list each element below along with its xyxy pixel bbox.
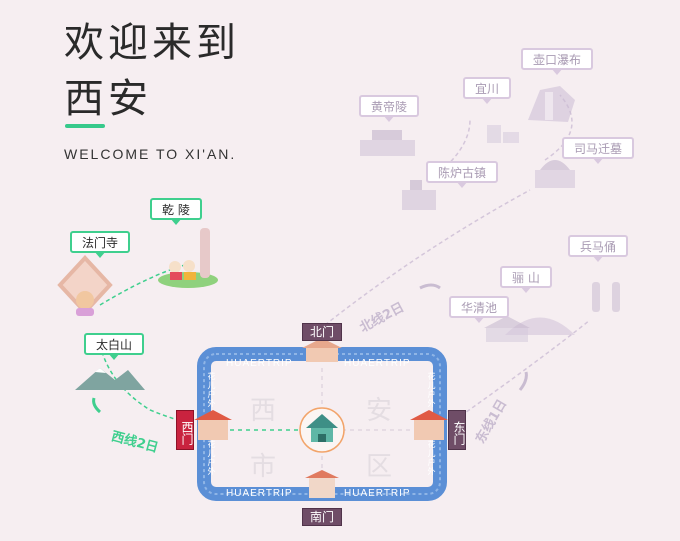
route-arrow-east bbox=[518, 371, 528, 391]
east-gate-tower-icon bbox=[410, 410, 448, 440]
east-route-path bbox=[454, 319, 591, 421]
city-char-xi: 西 bbox=[250, 396, 277, 426]
wall-brand-bottom-left: HUAERTRIP bbox=[226, 488, 293, 499]
huangdiling-icon bbox=[360, 130, 415, 156]
page-title-line2: 西安 bbox=[64, 76, 152, 122]
qianling-icon bbox=[158, 228, 218, 288]
yichuan-icon bbox=[487, 125, 519, 143]
wall-brand-cn-right-bottom: 花儿户外 bbox=[427, 440, 436, 476]
famensi-icon bbox=[57, 255, 113, 316]
label-bingmayong[interactable]: 兵马俑 bbox=[568, 235, 629, 262]
label-lishan[interactable]: 骊 山 bbox=[500, 266, 552, 293]
wall-brand-cn-left-bottom: 花儿户外 bbox=[207, 440, 216, 476]
bell-tower-icon bbox=[306, 414, 338, 442]
label-chenlu[interactable]: 陈炉古镇 bbox=[426, 161, 499, 188]
route-arrow-west bbox=[92, 397, 102, 414]
page-title-line1: 欢迎来到 bbox=[64, 20, 240, 66]
hukou-icon bbox=[528, 86, 575, 122]
wall-brand-cn-left-top: 花儿户外 bbox=[207, 372, 216, 408]
north-gate-tower-icon bbox=[302, 338, 342, 362]
city-char-shi: 市 bbox=[250, 452, 277, 482]
label-famensi[interactable]: 法门寺 bbox=[70, 231, 131, 258]
simaqian-icon bbox=[535, 160, 575, 188]
wall-brand-top-left: HUAERTRIP bbox=[226, 358, 293, 369]
label-taibaishan[interactable]: 太白山 bbox=[84, 333, 145, 360]
bingmayong-icon bbox=[592, 282, 620, 312]
label-yichuan[interactable]: 宜川 bbox=[463, 77, 512, 104]
route-arrow-north bbox=[419, 283, 441, 290]
label-hukou[interactable]: 壶口瀑布 bbox=[521, 48, 594, 75]
wall-brand-cn-right-top: 花儿户外 bbox=[427, 372, 436, 408]
huaqingchi-icon bbox=[484, 316, 530, 342]
label-huangdiling[interactable]: 黄帝陵 bbox=[359, 95, 420, 122]
label-huaqingchi[interactable]: 华清池 bbox=[449, 296, 510, 323]
east-gate-label[interactable]: 东门 bbox=[448, 410, 466, 450]
welcome-subtitle: WELCOME TO XI'AN. bbox=[64, 146, 237, 162]
title-accent-bar bbox=[65, 124, 105, 128]
west-route-path-2 bbox=[99, 344, 196, 426]
chenlu-icon bbox=[402, 180, 436, 210]
city-char-qu: 区 bbox=[366, 452, 393, 482]
label-qianling[interactable]: 乾 陵 bbox=[150, 198, 202, 225]
label-simaqian[interactable]: 司马迁墓 bbox=[562, 137, 635, 164]
wall-brand-bottom-right: HUAERTRIP bbox=[344, 488, 411, 499]
city-char-an: 安 bbox=[366, 396, 393, 426]
west-gate-label[interactable]: 西门 bbox=[176, 410, 194, 450]
west-gate-tower-icon bbox=[194, 410, 232, 440]
south-gate-label[interactable]: 南门 bbox=[302, 508, 342, 526]
north-gate-label[interactable]: 北门 bbox=[302, 323, 342, 341]
wall-brand-top-right: HUAERTRIP bbox=[344, 358, 411, 369]
taibaishan-icon bbox=[75, 368, 145, 390]
north-route-path bbox=[324, 189, 531, 326]
south-gate-tower-icon bbox=[305, 470, 339, 498]
